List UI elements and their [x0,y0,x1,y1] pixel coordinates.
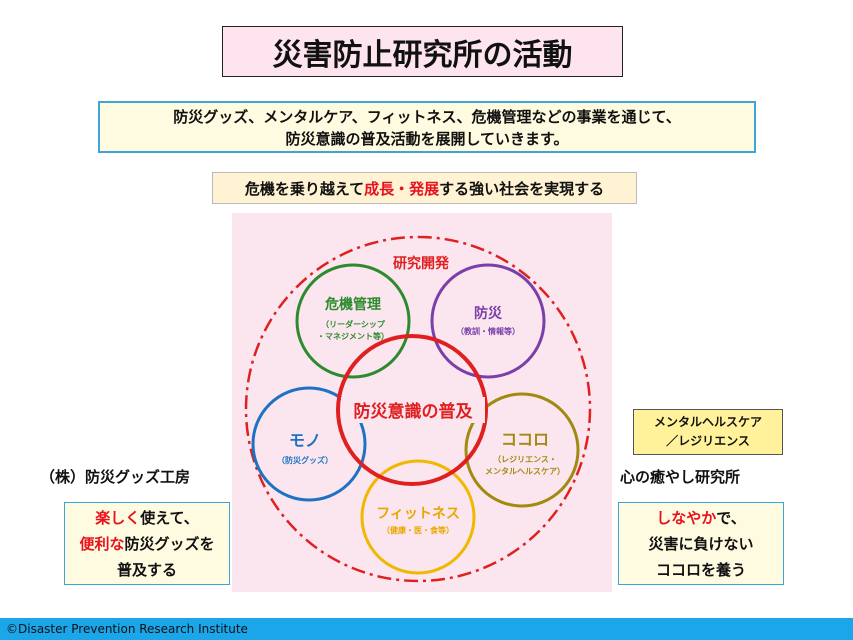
mono-sub: （防災グッズ） [277,455,333,465]
intro-box: 防災グッズ、メンタルケア、フィットネス、危機管理などの事業を通じて、 防災意識の… [98,101,756,153]
slogan-highlight-development: 発展 [409,179,440,198]
left-line-2-text: 防災グッズを [124,534,215,553]
circle-fitness [360,459,476,575]
center-label-bg [341,397,485,423]
intro-line-2: 防災意識の普及活動を展開していきます。 [285,130,569,148]
outer-rd-circle [244,235,592,583]
right-line-1-text: で、 [716,508,746,527]
fitness-sub: （健康・医・食等） [382,525,454,535]
slogan-post: する強い社会を実現する [439,179,605,198]
right-line-1: しなやかで、 [619,505,783,531]
right-line-1-highlight: しなやか [656,508,717,527]
right-line-3: ココロを養う [655,560,746,579]
left-company-name: （株）防災グッズ工房 [40,468,191,486]
right-company-name: 心の癒やし研究所 [620,468,741,486]
intro-line-1: 防災グッズ、メンタルケア、フィットネス、危機管理などの事業を通じて、 [173,108,681,126]
kokoro-title: ココロ [501,430,549,449]
left-line-2-highlight: 便利な [79,534,125,553]
crisis-title: 危機管理 [324,296,381,313]
left-line-1-text: 使えて、 [140,508,199,527]
left-line-1-highlight: 楽しく [95,508,141,527]
fitness-title: フィットネス [376,506,460,522]
left-description-box: 楽しく使えて、 便利な防災グッズを 普及する [64,502,230,585]
mental-health-tag: メンタルヘルスケア ／レジリエンス [633,409,783,455]
center-circle [336,334,488,486]
slogan-box: 危機を乗り越えて 成長 ・ 発展 する強い社会を実現する [212,172,637,204]
circle-crisis-management [295,263,411,379]
bousai-sub: （教訓・情報等） [456,326,520,336]
circle-kokoro [464,392,580,508]
kokoro-sub-1: （レジリエンス・ [493,454,557,464]
slogan-separator: ・ [394,179,410,198]
page-title: 災害防止研究所の活動 [222,26,623,77]
circle-mono [251,386,367,502]
tag-line-2: ／レジリエンス [666,434,750,448]
left-line-1: 楽しく使えて、 [65,505,229,531]
crisis-sub-2: ・マネジメント等） [317,331,389,341]
right-description-box: しなやかで、 災害に負けない ココロを養う [618,502,784,585]
slogan-highlight-growth: 成長 [364,179,395,198]
outer-label: 研究開発 [393,255,450,272]
left-line-3: 普及する [116,560,177,579]
right-line-2: 災害に負けない [648,534,754,553]
circle-disaster-prevention [430,263,546,379]
slogan-pre: 危機を乗り越えて [244,179,365,198]
tag-line-1: メンタルヘルスケア [653,415,762,429]
center-label: 防災意識の普及 [354,401,474,422]
bousai-title: 防災 [474,305,503,322]
mono-title: モノ [289,431,321,450]
left-line-2: 便利な防災グッズを [65,531,229,557]
crisis-sub-1: （リーダーシップ [321,319,386,329]
footer-copyright: ©Disaster Prevention Research Institute [0,618,853,640]
kokoro-sub-2: メンタルヘルスケア） [485,466,565,476]
